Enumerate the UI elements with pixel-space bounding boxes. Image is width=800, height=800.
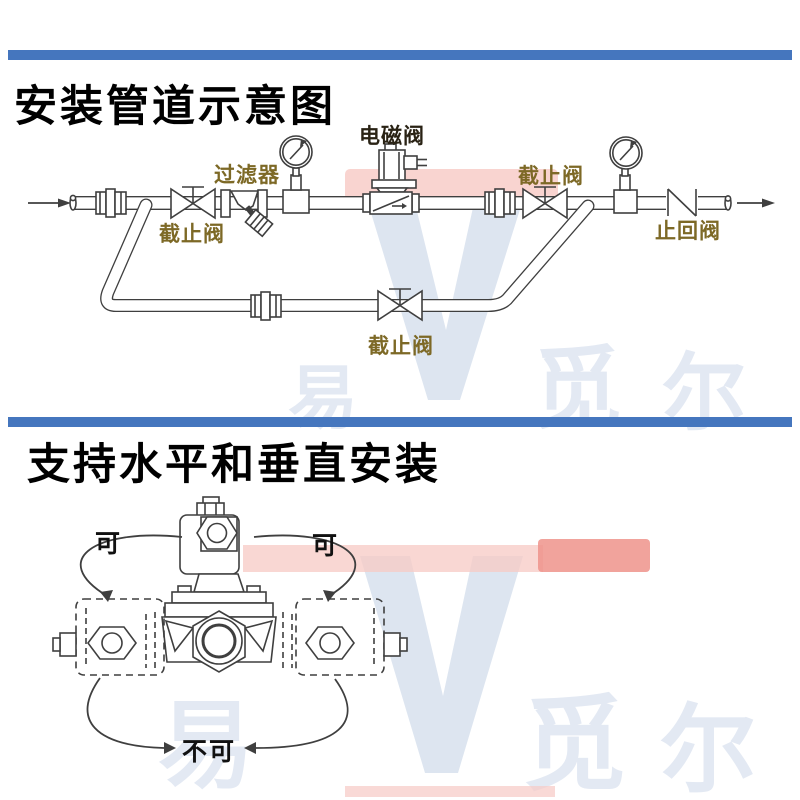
section1-title: 安装管道示意图 bbox=[14, 84, 336, 131]
watermark-pink-band-bottom bbox=[243, 545, 543, 572]
union-fitting-1 bbox=[95, 188, 127, 218]
watermark-pink-sliver-bottom bbox=[345, 786, 555, 797]
watermark-char-yi-bottom: 易 bbox=[158, 693, 254, 800]
dashed-pipe-stubs bbox=[145, 612, 293, 670]
rotate-arrow-upper-left bbox=[79, 534, 183, 602]
union-fitting-bypass bbox=[250, 291, 282, 321]
label-check-valve: 止回阀 bbox=[655, 219, 721, 243]
orientation-valve-front bbox=[161, 496, 277, 673]
stop-valve-2 bbox=[522, 186, 568, 220]
union-fitting-2 bbox=[484, 188, 516, 218]
inflow-arrow-icon bbox=[28, 198, 71, 208]
rotate-arrow-lower-right bbox=[244, 678, 349, 754]
watermark-red-band-bottom bbox=[538, 539, 650, 572]
bypass-pipe bbox=[100, 198, 595, 312]
rotate-arrow-lower-left bbox=[86, 677, 176, 754]
watermark-v-top bbox=[368, 203, 522, 400]
divider-middle bbox=[8, 417, 792, 427]
y-strainer bbox=[220, 189, 274, 238]
label-ok-right: 可 bbox=[312, 533, 340, 560]
watermark-char-mi-bottom: 觅 bbox=[522, 689, 627, 800]
pipe-end-right bbox=[724, 195, 732, 211]
rotate-arrow-upper-right bbox=[253, 534, 357, 602]
label-stop-valve-1: 截止阀 bbox=[159, 222, 225, 246]
alt-position-left bbox=[52, 598, 165, 676]
pressure-gauge-1 bbox=[279, 135, 313, 214]
label-filter: 过滤器 bbox=[214, 163, 280, 187]
stop-valve-1 bbox=[170, 186, 216, 220]
label-stop-valve-bypass: 截止阀 bbox=[368, 334, 434, 358]
stop-valve-bypass bbox=[377, 288, 423, 322]
label-not-ok: 不可 bbox=[182, 739, 237, 766]
alt-position-right bbox=[295, 598, 408, 676]
outflow-arrow-icon bbox=[737, 198, 775, 208]
watermark-v-bottom bbox=[360, 556, 523, 773]
divider-top bbox=[8, 50, 792, 60]
section2-title: 支持水平和垂直安装 bbox=[27, 442, 441, 489]
watermark-char-er-bottom: 尔 bbox=[660, 697, 756, 800]
solenoid-valve bbox=[362, 143, 427, 215]
label-solenoid-valve: 电磁阀 bbox=[359, 124, 425, 148]
check-valve bbox=[666, 188, 698, 217]
label-stop-valve-2: 截止阀 bbox=[518, 164, 584, 188]
pressure-gauge-2 bbox=[609, 136, 643, 214]
pipe-end-left bbox=[69, 194, 77, 211]
label-ok-left: 可 bbox=[95, 531, 123, 558]
